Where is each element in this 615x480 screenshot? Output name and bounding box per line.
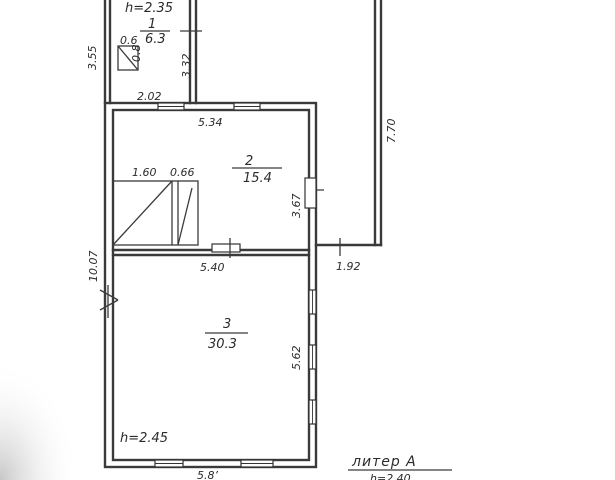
liter-title: литер А — [351, 454, 417, 470]
main-walls — [103, 101, 318, 469]
door-2-3 — [211, 238, 241, 258]
room-1-walls — [103, 0, 202, 105]
room-1-area: 6.3 — [145, 32, 166, 47]
room-3-area: 30.3 — [208, 337, 237, 352]
room-1-height: h=2.35 — [125, 1, 173, 16]
small-block-height: 0.8 — [130, 45, 143, 63]
room-2-area: 15.4 — [243, 171, 272, 186]
terrace-walls — [305, 0, 383, 256]
room-2-number: 2 — [245, 154, 253, 169]
room-3-height: h=2.45 — [120, 431, 168, 446]
staircase — [112, 180, 199, 246]
room-1-outer-height: 3.55 — [86, 46, 99, 71]
terrace-length: 7.70 — [385, 119, 398, 144]
windows — [154, 102, 317, 468]
stair-dim-2: 0.66 — [170, 166, 195, 179]
room-2-width: 5.34 — [198, 116, 223, 129]
small-block-width: 0.6 — [120, 34, 138, 47]
overall-height: 10.07 — [87, 251, 100, 283]
entrance-mark — [99, 285, 119, 318]
room-3-number: 3 — [223, 317, 231, 332]
room-1-width: 2.02 — [137, 90, 162, 103]
room-3-top-width: 5.40 — [200, 261, 225, 274]
room-1-number: 1 — [148, 17, 156, 32]
terrace-width: 1.92 — [336, 260, 361, 273]
scan-shadow — [0, 360, 80, 480]
small-block — [117, 45, 139, 71]
stair-dim-1: 1.60 — [132, 166, 157, 179]
room-1-height-dim: 3.32 — [180, 54, 193, 79]
liter-subtitle: h=2.40 — [370, 472, 411, 480]
bottom-width: 5.8’ — [197, 469, 218, 480]
room-2-height-dim: 3.67 — [290, 194, 303, 219]
room-3-height-dim: 5.62 — [290, 346, 303, 371]
